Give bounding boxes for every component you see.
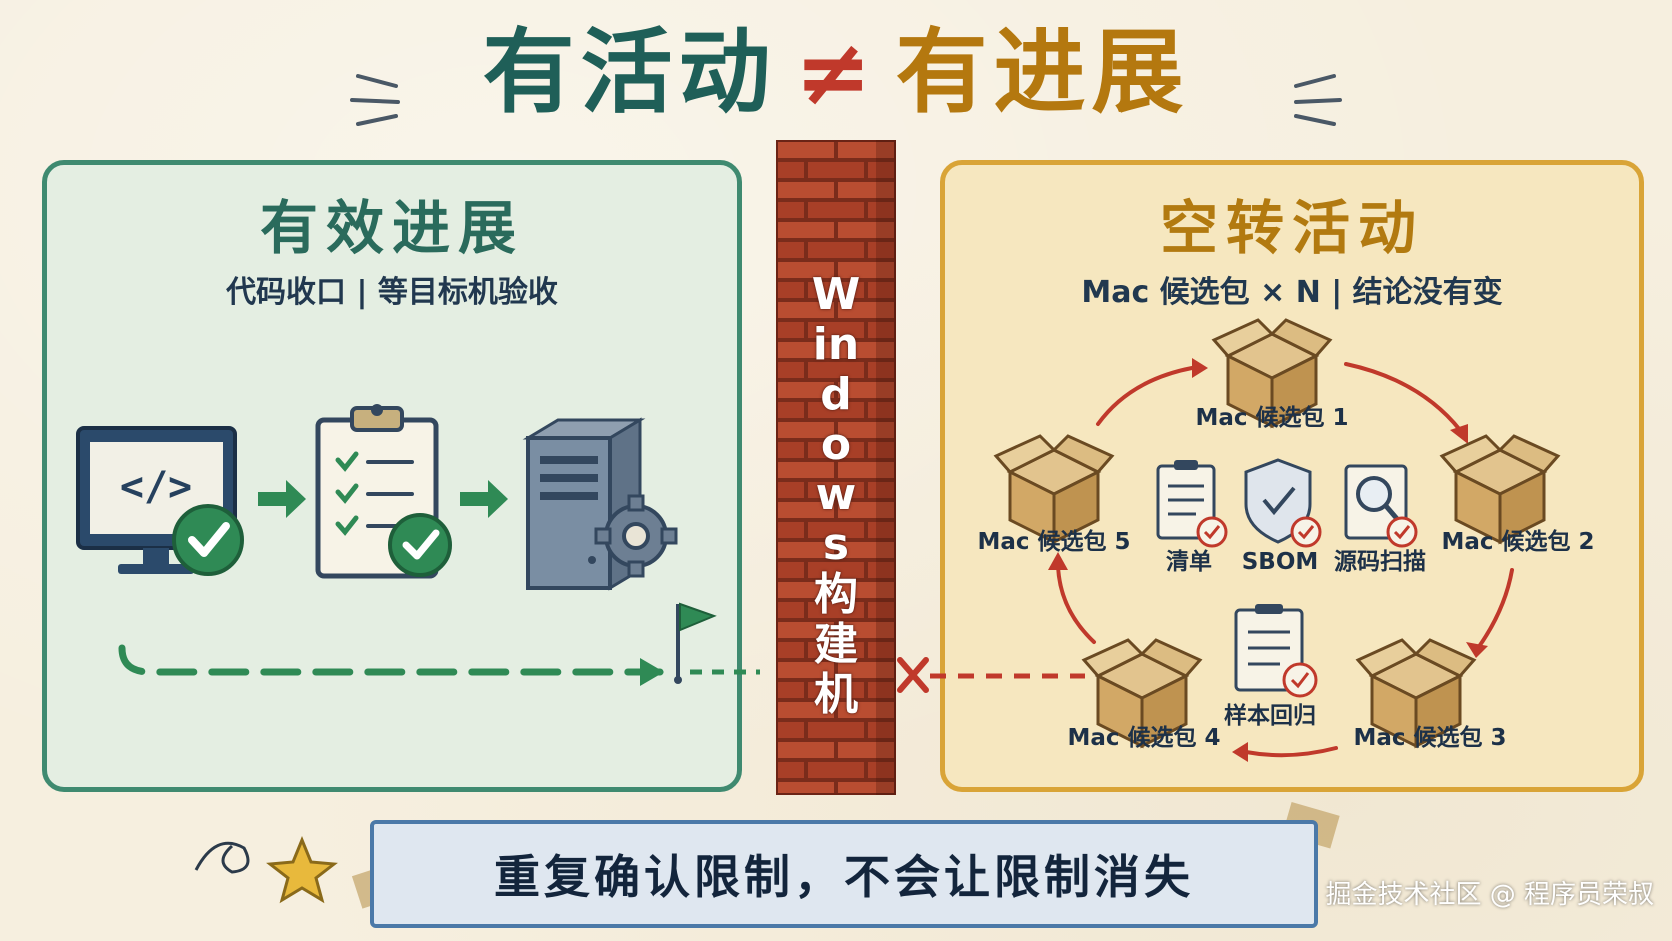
package-label-4: Mac 候选包 4 bbox=[1067, 725, 1221, 751]
check-label-list: 清单 bbox=[1166, 549, 1212, 575]
package-label-5: Mac 候选包 5 bbox=[977, 529, 1131, 555]
check-label-regression: 样本回归 bbox=[1224, 703, 1316, 729]
flag-icon bbox=[674, 602, 717, 684]
title-left: 有活动 bbox=[482, 19, 777, 126]
cardboard-box-icon bbox=[1440, 434, 1560, 544]
left-panel-subtitle: 代码收口 | 等目标机验收 bbox=[226, 275, 558, 310]
right-panel-title: 空转活动 bbox=[1159, 194, 1424, 262]
watermark: 掘金技术社区 @ 程序员荣叔 bbox=[1325, 880, 1654, 910]
x-mark-icon bbox=[897, 657, 929, 693]
spark-lines-left bbox=[350, 74, 400, 126]
clipboard-checklist-icon bbox=[1234, 604, 1318, 698]
check-label-scan: 源码扫描 bbox=[1334, 549, 1426, 575]
check-badge-icon bbox=[172, 504, 244, 576]
check-badge-icon bbox=[388, 513, 452, 577]
cardboard-box-icon bbox=[994, 434, 1114, 544]
left-panel-title: 有效进展 bbox=[259, 194, 524, 262]
title-right: 有进展 bbox=[895, 19, 1190, 126]
cycle-arrows bbox=[1056, 362, 1514, 758]
right-panel-subtitle: Mac 候选包 × N | 结论没有变 bbox=[1081, 275, 1503, 310]
page-title: 有活动≠有进展 bbox=[0, 18, 1672, 128]
magnifier-icon bbox=[1344, 464, 1418, 548]
arrow-right-icon bbox=[258, 480, 306, 518]
wall-label: Windows构建机 bbox=[776, 270, 896, 720]
server-gear-icon bbox=[522, 417, 678, 591]
doodle-swirl bbox=[194, 841, 250, 874]
package-label-3: Mac 候选包 3 bbox=[1353, 725, 1507, 751]
check-label-sbom: SBOM bbox=[1241, 549, 1319, 575]
clipboard-checklist-icon bbox=[1156, 460, 1228, 548]
not-equal-icon: ≠ bbox=[794, 19, 878, 126]
star-icon bbox=[266, 836, 338, 904]
wall-label-text: Windows构建机 bbox=[811, 269, 861, 720]
brick-wall-icon bbox=[776, 140, 896, 795]
cycle-arrowheads bbox=[1048, 358, 1488, 762]
shield-check-icon bbox=[1244, 458, 1322, 548]
spark-lines-right bbox=[1294, 74, 1342, 126]
arrow-right-icon bbox=[460, 480, 508, 518]
banner-text: 重复确认限制，不会让限制消失 bbox=[494, 850, 1194, 904]
package-label-1: Mac 候选包 1 bbox=[1195, 405, 1349, 431]
package-label-2: Mac 候选包 2 bbox=[1441, 529, 1595, 555]
svg-text:</>: </> bbox=[120, 464, 192, 510]
progress-dashed-arrow bbox=[118, 644, 664, 686]
bottom-banner: 重复确认限制，不会让限制消失 bbox=[370, 820, 1318, 928]
